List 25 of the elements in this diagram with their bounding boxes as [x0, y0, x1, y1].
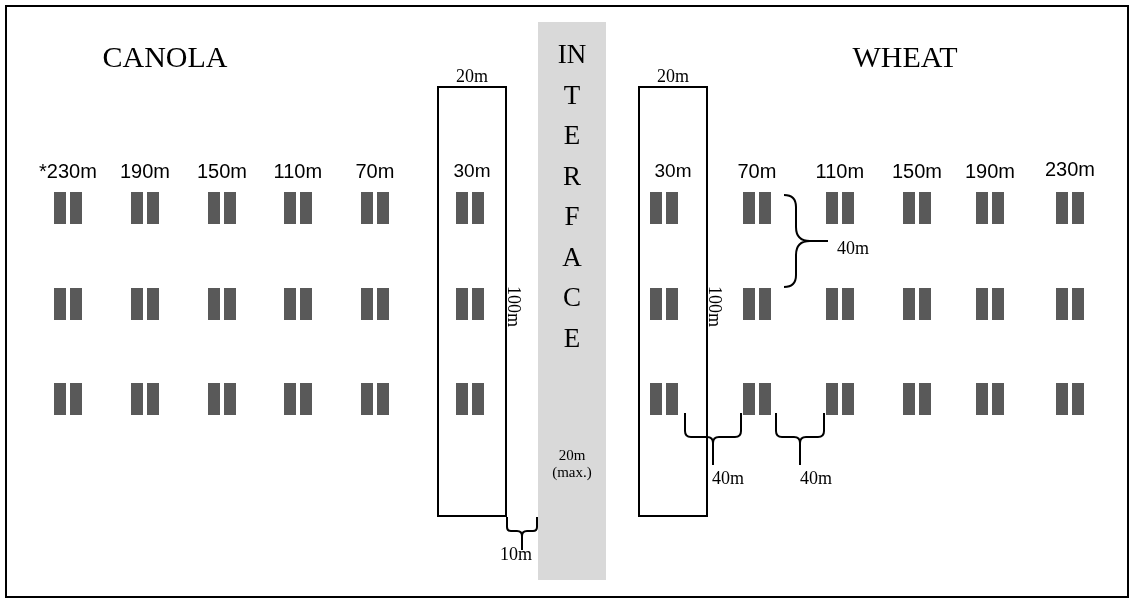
distance-label: 70m [737, 160, 777, 183]
dimension-label: 40m [800, 468, 832, 489]
distance-label: 150m [197, 160, 248, 183]
length-label: 100m [503, 286, 524, 327]
distance-label: 30m [653, 160, 693, 182]
length-label: 100m [704, 286, 725, 327]
width-label: 20m [656, 66, 690, 87]
distance-label: 150m [892, 160, 943, 183]
width-label: 20m [455, 66, 489, 87]
distance-label: 70m [355, 160, 395, 183]
distance-label: 110m [815, 160, 865, 183]
dimension-label: 10m [500, 544, 532, 565]
distance-label: *230m [39, 160, 97, 183]
dimension-label: 40m [837, 238, 869, 259]
distance-label: 230m [1045, 158, 1096, 181]
distance-label: 190m [120, 160, 171, 183]
field-title: CANOLA [102, 40, 228, 74]
distance-label: 110m [273, 160, 323, 183]
distance-label: 190m [965, 160, 1016, 183]
field-title: WHEAT [852, 40, 958, 74]
interface-band [538, 22, 606, 580]
dimension-label: 40m [712, 468, 744, 489]
width-label: 20m (max.) [551, 447, 593, 481]
interface-label: INTERFACE [556, 38, 588, 355]
distance-label: 30m [452, 160, 492, 182]
